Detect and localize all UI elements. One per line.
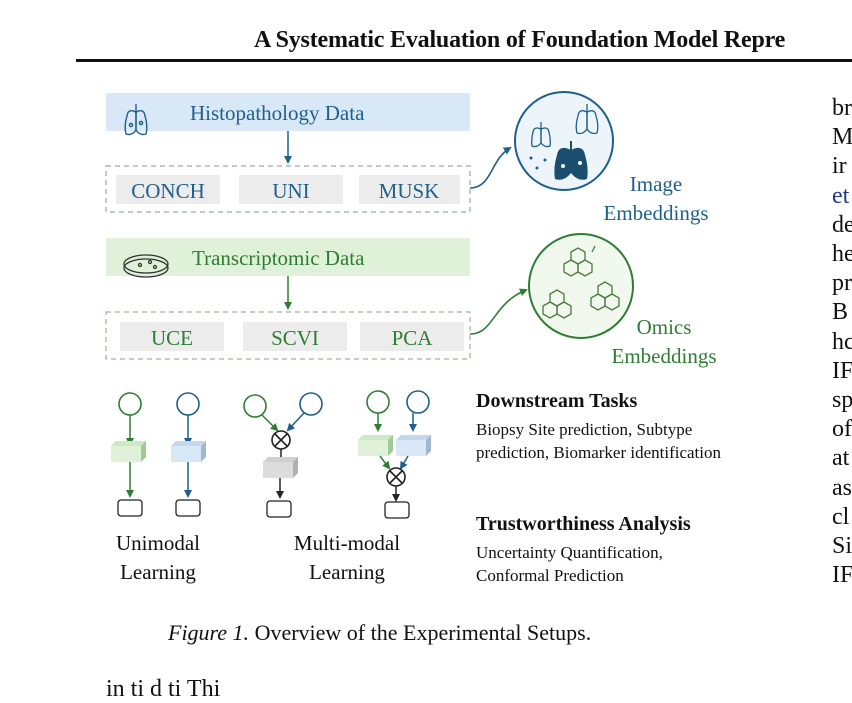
transcriptomic-label: Transcriptomic Data <box>192 246 365 270</box>
side-text-line: B <box>832 299 849 326</box>
figure-caption-text: Overview of the Experimental Setups. <box>254 620 592 645</box>
side-text-line: IF <box>832 562 852 589</box>
side-text-line: of <box>832 416 852 443</box>
side-text-line: cl <box>832 503 850 530</box>
side-text-line: hc <box>832 328 852 355</box>
multimodal-label-line1: Multi-modal <box>294 531 400 555</box>
image-embeddings-line1: Image <box>630 172 682 196</box>
side-text-line: Si <box>832 533 852 559</box>
figure-caption-label: Figure 1. <box>168 620 250 645</box>
header-rule <box>76 59 852 62</box>
downstream-tasks-desc: Biopsy Site prediction, Subtype predicti… <box>476 420 722 462</box>
side-text-line: pr <box>832 270 852 297</box>
model-chip-scvi <box>243 322 347 351</box>
model-label-scvi: SCVI <box>271 326 319 350</box>
model-chip-uni <box>239 175 343 204</box>
omics-embeddings-line2: Embeddings <box>612 344 717 368</box>
histopathology-band <box>106 93 470 131</box>
side-text-line: as <box>832 474 852 501</box>
lungs-filled-icon <box>554 141 588 180</box>
model-chip-conch <box>116 175 220 204</box>
trustworthiness-desc: Uncertainty Quantification, Conformal Pr… <box>476 543 663 585</box>
unimodal-label-line2: Learning <box>120 560 196 584</box>
particle-dots-icon <box>529 156 547 170</box>
citation-link[interactable]: et <box>832 182 850 209</box>
multimodal-label-line2: Learning <box>309 560 385 584</box>
trustworthiness-title: Trustworthiness Analysis <box>476 513 691 535</box>
side-text-line: he <box>832 241 852 267</box>
downstream-tasks-title: Downstream Tasks <box>476 390 638 412</box>
model-chip-musk <box>359 175 460 204</box>
side-text-line: IF <box>832 357 852 384</box>
histo-models-box <box>105 165 471 213</box>
histopathology-label: Histopathology Data <box>190 101 365 125</box>
model-label-uce: UCE <box>151 326 193 350</box>
multimodal-late-fusion <box>358 390 431 519</box>
side-text-line: br <box>832 95 852 121</box>
petri-dish-icon <box>123 254 169 278</box>
model-label-uni: UNI <box>272 179 309 203</box>
figure-caption: Figure 1. Overview of the Experimental S… <box>168 620 591 646</box>
unimodal-green-path <box>111 392 146 517</box>
transcriptomic-band <box>106 238 470 276</box>
unimodal-blue-path <box>171 392 206 517</box>
image-embeddings-line2: Embeddings <box>604 201 709 225</box>
model-label-pca: PCA <box>392 326 434 350</box>
body-text-fragment: in ti d ti Thi <box>106 676 221 702</box>
transcript-models-box <box>105 311 471 360</box>
omics-embedding-circle <box>528 233 634 339</box>
model-label-conch: CONCH <box>131 179 205 203</box>
omics-embeddings-line1: Omics <box>637 315 692 339</box>
model-chip-pca <box>360 322 464 351</box>
lungs-icon <box>124 104 148 136</box>
running-title: A Systematic Evaluation of Foundation Mo… <box>254 27 786 53</box>
lungs-icon <box>531 104 599 148</box>
side-text-line: ir <box>832 153 847 180</box>
histo-embed-arrow <box>469 146 512 189</box>
side-text-line: M <box>832 124 852 151</box>
unimodal-label-line1: Unimodal <box>116 531 200 555</box>
model-label-musk: MUSK <box>379 179 440 203</box>
side-text-line: de <box>832 211 852 238</box>
side-text-line: sp <box>832 387 852 413</box>
multimodal-early-fusion <box>243 392 323 518</box>
transcript-embed-arrow <box>469 288 528 335</box>
side-text-line: at <box>832 445 850 472</box>
molecule-icon <box>542 245 620 319</box>
model-chip-uce <box>120 322 224 351</box>
image-embedding-circle <box>514 91 614 191</box>
